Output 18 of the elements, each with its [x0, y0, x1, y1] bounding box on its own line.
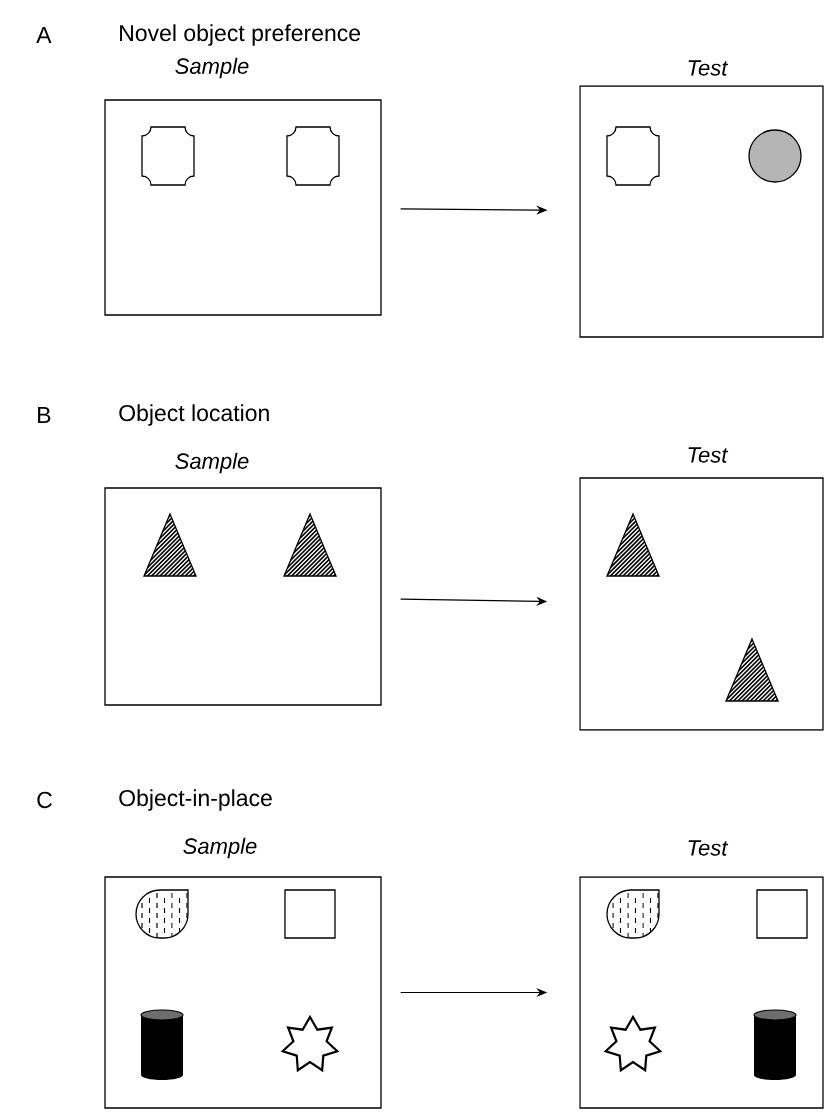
arena-box: Sample	[104, 57, 382, 316]
panel-title: Novel object preference	[120, 24, 361, 46]
node-label: Sample	[175, 57, 249, 79]
panel-letter: C	[37, 791, 52, 809]
arena-box: Sample	[104, 837, 382, 1109]
panel-title: Object location	[119, 404, 269, 426]
arena-box: Sample	[104, 452, 382, 706]
node-label: Test	[688, 447, 729, 463]
arena-box: Test	[579, 447, 824, 731]
panel-letter: A	[36, 27, 52, 43]
node-label: Test	[688, 840, 729, 856]
arena-box: Test	[579, 840, 824, 1109]
arena-box: Test	[579, 60, 824, 338]
panel-title: Object-in-place	[119, 789, 272, 811]
node-label: Sample	[175, 452, 249, 474]
node-label: Test	[688, 60, 729, 76]
panel-letter: B	[38, 407, 51, 423]
node-label: Sample	[183, 837, 257, 859]
